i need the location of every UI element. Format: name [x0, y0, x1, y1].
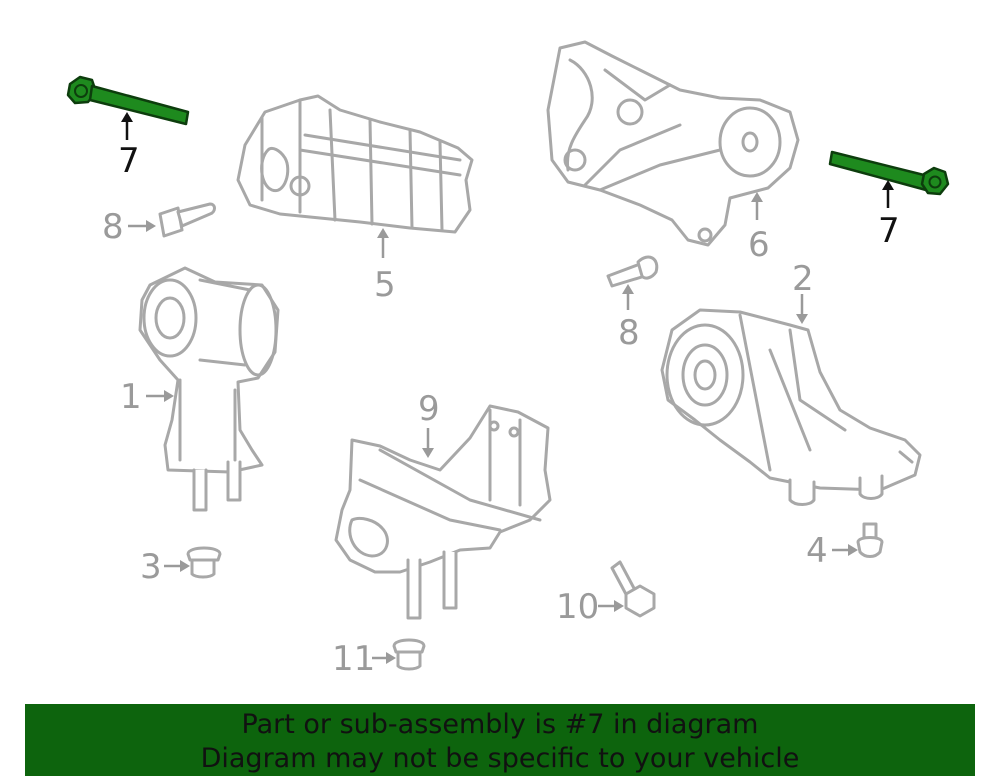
parts-diagram: 7 7 5 6 8 [66, 40, 950, 679]
bolt-part-8-right[interactable] [606, 255, 659, 288]
arrow-3 [180, 560, 190, 572]
arrow-9 [422, 448, 434, 458]
callout-8-right: 8 [618, 313, 640, 353]
arrow-8-right [622, 284, 634, 294]
callout-11: 11 [332, 639, 375, 679]
bolt-7-left[interactable] [66, 75, 190, 126]
arrow-2 [796, 314, 808, 324]
callout-4: 4 [806, 531, 828, 571]
callout-6: 6 [748, 225, 770, 265]
callout-10: 10 [556, 587, 599, 627]
callout-7-right: 7 [878, 211, 900, 251]
bracket-part-6[interactable] [546, 40, 800, 247]
callout-8-left: 8 [102, 207, 124, 247]
banner-line-2: Diagram may not be specific to your vehi… [200, 743, 800, 774]
callout-5: 5 [374, 265, 396, 305]
callout-9: 9 [418, 389, 440, 429]
mount-part-1[interactable] [138, 266, 280, 512]
arrow-7-left [121, 112, 133, 122]
nut-part-3[interactable] [186, 546, 222, 579]
callout-3: 3 [140, 547, 162, 587]
callout-1: 1 [120, 377, 142, 417]
arrow-7-right [882, 180, 894, 190]
nut-part-11[interactable] [392, 638, 426, 671]
bolt-part-10[interactable] [610, 560, 656, 618]
mount-part-2[interactable] [660, 308, 922, 506]
banner-line-1: Part or sub-assembly is #7 in diagram [241, 709, 759, 740]
arrow-8-left [146, 220, 156, 232]
arrow-11 [386, 652, 396, 664]
arrow-5 [377, 228, 389, 238]
bracket-part-5[interactable] [236, 94, 474, 234]
bracket-part-9[interactable] [334, 404, 552, 620]
info-banner: Part or sub-assembly is #7 in diagram Di… [25, 704, 975, 776]
arrow-1 [164, 390, 174, 402]
callout-2: 2 [792, 259, 814, 299]
bolt-part-8-left[interactable] [158, 202, 216, 238]
callout-7-left: 7 [118, 141, 140, 181]
arrow-10 [614, 600, 624, 612]
arrow-6 [751, 192, 763, 202]
bolt-part-4[interactable] [856, 522, 884, 558]
bolt-7-right[interactable] [828, 150, 950, 196]
arrow-4 [848, 544, 858, 556]
